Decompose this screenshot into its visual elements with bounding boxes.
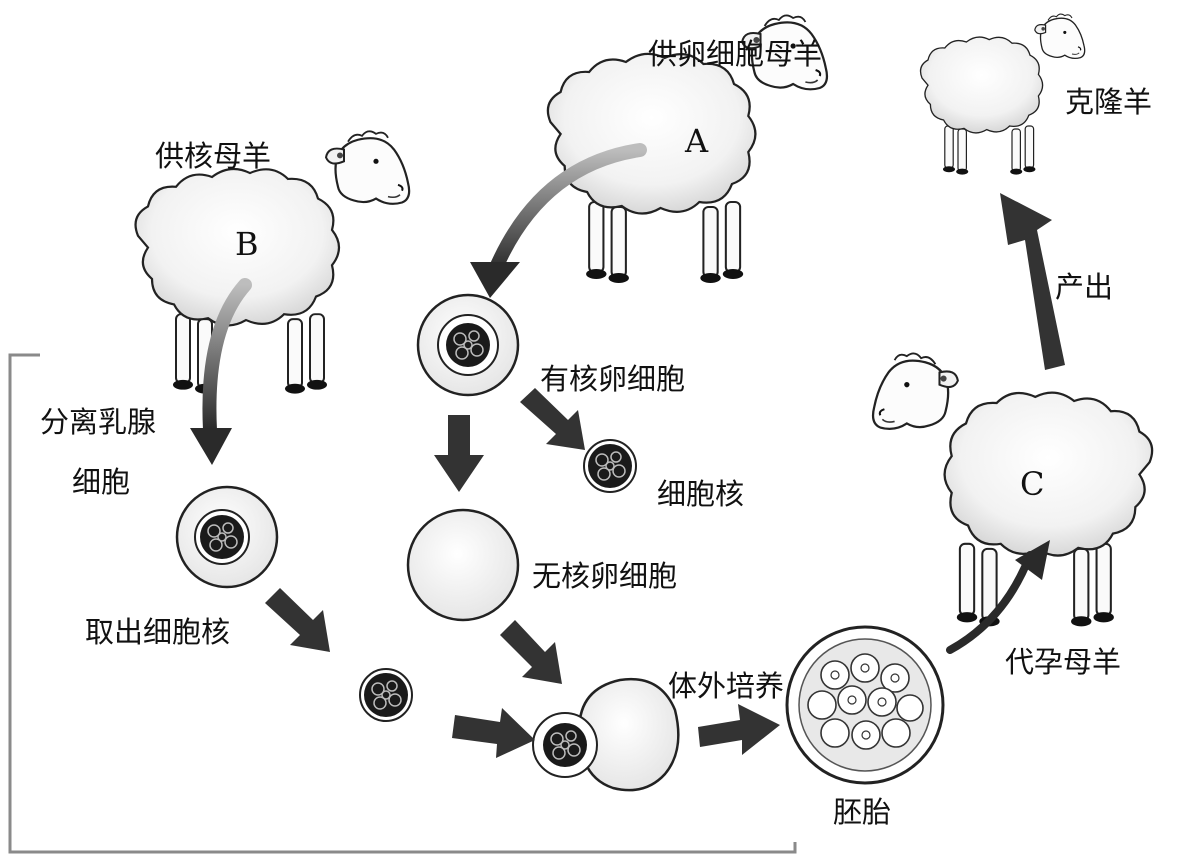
label-in-vitro-culture: 体外培养 (668, 669, 785, 703)
label-birth: 产出 (1055, 270, 1114, 304)
label-separate-mammary-line2: 细胞 (72, 465, 131, 499)
label-clone-sheep: 克隆羊 (1065, 85, 1153, 119)
label-surrogate-sheep: 代孕母羊 (1005, 645, 1122, 679)
extracted-nucleus (359, 668, 413, 722)
fused-cell (532, 677, 680, 792)
curved-arrow-a-to-egg (488, 143, 647, 277)
label-nucleus: 细胞核 (657, 477, 745, 511)
label-embryo: 胚胎 (833, 795, 892, 829)
label-nucleated-egg: 有核卵细胞 (540, 362, 686, 396)
letter-c: C (1020, 465, 1045, 503)
block-arrows (265, 193, 1065, 758)
letter-b: B (235, 225, 259, 263)
clone-sheep-illustration (919, 13, 1086, 176)
nucleated-egg-cell (416, 293, 520, 397)
label-take-nucleus: 取出细胞核 (85, 615, 231, 649)
label-enucleated-egg: 无核卵细胞 (532, 559, 678, 593)
curved-arrow-b-to-cell (202, 278, 252, 437)
embryo-illustration (785, 625, 945, 785)
process-bracket (8, 353, 797, 854)
enucleated-egg-cell (406, 508, 520, 622)
egg-nucleus (583, 439, 637, 493)
label-donor-egg-sheep: 供卵细胞母羊 (648, 37, 823, 71)
mammary-cell (175, 485, 279, 589)
letter-a: A (685, 122, 709, 160)
curved-arrow-embryo-to-c (946, 551, 1034, 654)
label-separate-mammary-line1: 分离乳腺 (40, 405, 157, 439)
label-donor-nucleus-sheep: 供核母羊 (155, 139, 272, 173)
